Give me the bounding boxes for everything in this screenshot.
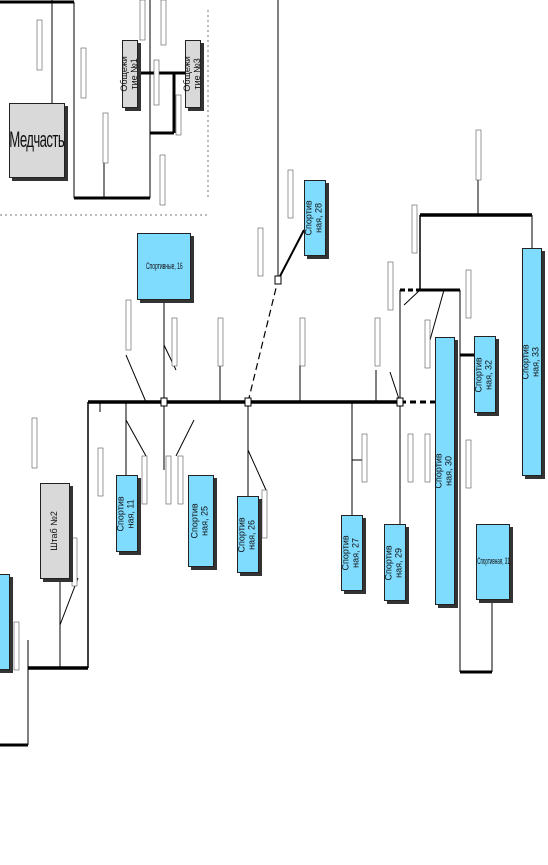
building-sportivnaya-25[interactable]: Спортив ная, 25 bbox=[188, 475, 214, 567]
building-sportivnaya-33[interactable]: Спортив ная, 33 bbox=[521, 248, 542, 476]
building-medchast[interactable]: Медчасть bbox=[9, 103, 65, 178]
building-sportivnaya-30-label: Спортив ная, 30 bbox=[434, 453, 454, 489]
building-sportivnaya-31[interactable]: Спортивная, 31 bbox=[476, 524, 510, 600]
building-medchast-label: Медчасть bbox=[9, 127, 65, 153]
building-shtab-2[interactable]: Штаб №2 bbox=[40, 483, 70, 579]
building-sportivnaya-11-label: Спортив ная, 11 bbox=[116, 495, 136, 532]
building-sportivnaya-33-label: Спортив ная, 33 bbox=[521, 344, 541, 380]
building-sportivnaya-28-label: Спортив ная, 28 bbox=[304, 200, 324, 236]
building-sportivnaya-30[interactable]: Спортив ная, 30 bbox=[434, 337, 455, 605]
building-shtab-2-label: Штаб №2 bbox=[49, 511, 60, 551]
building-dorm-1[interactable]: Общежи тие №1 bbox=[119, 40, 140, 108]
building-sportivnaya-27[interactable]: Спортив ная, 27 bbox=[341, 515, 363, 591]
building-sportivnaya-32[interactable]: Спортив ная, 32 bbox=[474, 336, 496, 413]
building-sportivnaya-16-label: Спортивные, 16 bbox=[145, 260, 183, 271]
building-dorm-3-label: Общежи тие №3 bbox=[182, 56, 203, 92]
building-sportivnaya-28[interactable]: Спортив ная, 28 bbox=[304, 180, 326, 256]
building-sportivnaya-26[interactable]: Спортив ная, 26 bbox=[237, 496, 259, 573]
building-partial-left[interactable] bbox=[0, 574, 10, 670]
building-dorm-1-label: Общежи тие №1 bbox=[119, 56, 140, 92]
building-sportivnaya-31-label: Спортивная, 31 bbox=[476, 556, 510, 567]
building-sportivnaya-32-label: Спортив ная, 32 bbox=[474, 356, 494, 393]
building-sportivnaya-27-label: Спортив ная, 27 bbox=[341, 535, 361, 571]
building-sportivnaya-25-label: Спортив ная, 25 bbox=[190, 503, 210, 539]
building-sportivnaya-29[interactable]: Спортив ная, 29 bbox=[384, 524, 406, 601]
building-sportivnaya-26-label: Спортив ная, 26 bbox=[237, 516, 257, 553]
building-sportivnaya-16[interactable]: Спортивные, 16 bbox=[137, 233, 191, 300]
building-dorm-3[interactable]: Общежи тие №3 bbox=[182, 40, 203, 108]
building-sportivnaya-11[interactable]: Спортив ная, 11 bbox=[116, 475, 138, 552]
building-sportivnaya-29-label: Спортив ная, 29 bbox=[384, 544, 404, 581]
